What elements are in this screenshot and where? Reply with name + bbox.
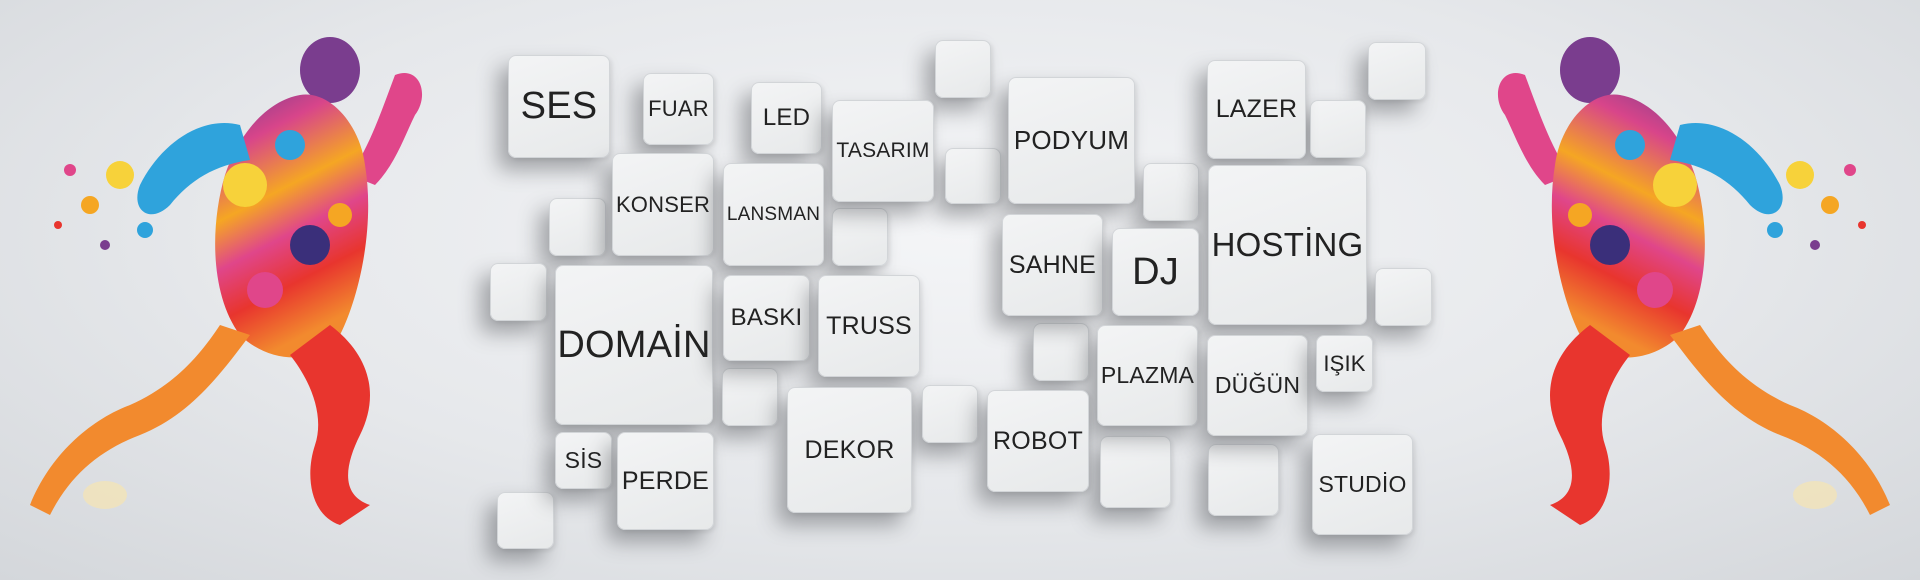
word-tile-lazer: LAZER [1207, 60, 1306, 159]
blank-tile [490, 263, 547, 321]
word-tile-tasarim: TASARIM [832, 100, 934, 202]
word-tile-baski: BASKI [723, 275, 810, 361]
blank-tile [722, 368, 778, 426]
paint-splash-runner-right-icon [1470, 35, 1910, 545]
blank-tile [549, 198, 606, 256]
blank-tile [832, 208, 888, 266]
runner-left-graphic [30, 37, 423, 525]
word-tile-led: LED [751, 82, 822, 154]
blank-tile [1368, 42, 1426, 100]
blank-tile [1208, 444, 1279, 516]
word-tile-plazma: PLAZMA [1097, 325, 1198, 426]
word-tile-konser: KONSER [612, 153, 714, 256]
paint-splash-runner-left-icon [10, 35, 450, 545]
runner-right-graphic [1497, 37, 1890, 525]
word-tile-truss: TRUSS [818, 275, 920, 377]
blank-tile [1310, 100, 1366, 158]
word-tile-dj: DJ [1112, 228, 1199, 316]
blank-tile [1375, 268, 1432, 326]
blank-tile [1100, 436, 1171, 508]
word-tile-lansman: LANSMAN [723, 163, 824, 266]
word-tile-perde: PERDE [617, 432, 714, 530]
word-tile-domain: DOMAİN [555, 265, 713, 425]
blank-tile [1143, 163, 1199, 221]
blank-tile [497, 492, 554, 549]
word-tile-hosting: HOSTİNG [1208, 165, 1367, 325]
blank-tile [1033, 323, 1089, 381]
word-tile-dekor: DEKOR [787, 387, 912, 513]
word-tile-studio: STUDİO [1312, 434, 1413, 535]
word-tile-dugun: DÜĞÜN [1207, 335, 1308, 436]
word-tile-sis: SİS [555, 432, 612, 489]
word-tile-fuar: FUAR [643, 73, 714, 145]
word-tile-robot: ROBOT [987, 390, 1089, 492]
blank-tile [945, 148, 1001, 204]
word-tile-ses: SES [508, 55, 610, 158]
blank-tile [935, 40, 991, 98]
word-tile-sahne: SAHNE [1002, 214, 1103, 316]
word-tile-podyum: PODYUM [1008, 77, 1135, 204]
blank-tile [922, 385, 978, 443]
word-tile-isik: IŞIK [1316, 335, 1373, 392]
